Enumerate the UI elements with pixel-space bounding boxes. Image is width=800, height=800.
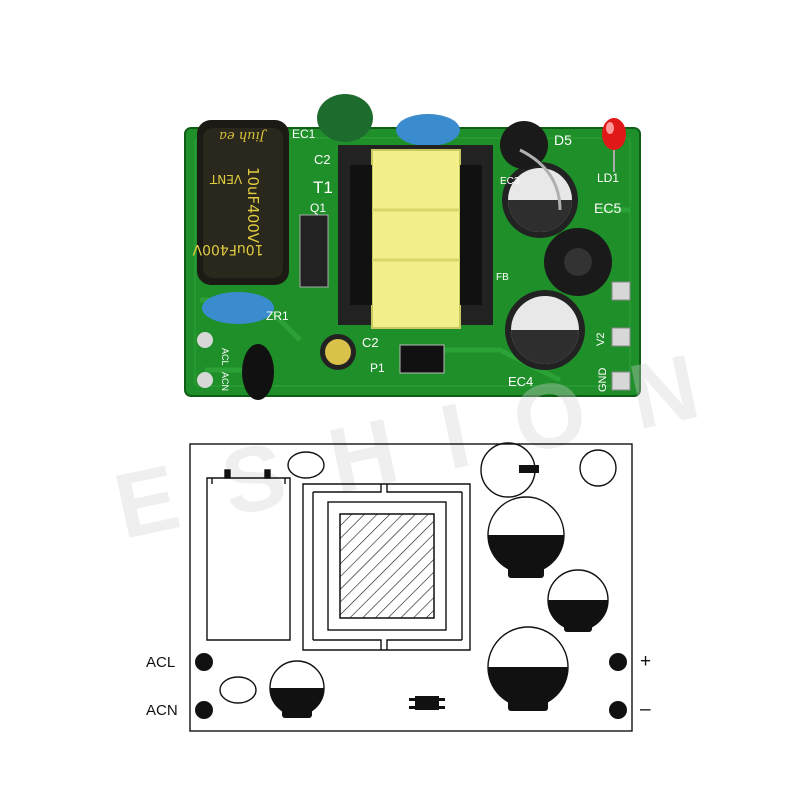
outline-bridge-rectifier xyxy=(409,696,445,710)
label-zr1: ZR1 xyxy=(266,309,289,323)
label-ec5: EC5 xyxy=(594,200,621,216)
board-outline-drawing xyxy=(189,442,633,732)
label-gnd: GND xyxy=(597,368,609,393)
outline-y-capacitor xyxy=(219,676,257,704)
label-acl: ACL xyxy=(220,348,230,366)
input-pads xyxy=(197,332,213,388)
mosfet-q1 xyxy=(299,214,329,288)
capacitor-vent-text: VENT xyxy=(209,172,242,186)
capacitor-brand-text: Jiuh ea xyxy=(219,128,268,143)
label-c2: C2 xyxy=(314,152,331,167)
outline-bulk-capacitor xyxy=(206,469,291,641)
label-ec3: EC3 xyxy=(500,176,520,187)
label-q1: Q1 xyxy=(310,201,326,215)
pin-plus xyxy=(609,653,627,671)
transformer xyxy=(338,145,493,329)
label-fb: FB xyxy=(496,272,509,283)
silkscreen-labels: EC1 C2 T1 Q1 D5 LD1 EC5 EC3 FB ZR1 C2 P1… xyxy=(220,127,621,392)
label-ec4: EC4 xyxy=(508,374,533,389)
outline-board-edge xyxy=(189,443,633,732)
label-plus-pin: + xyxy=(640,651,652,672)
label-acn-pin: ACN xyxy=(146,702,178,719)
diode-d5 xyxy=(500,121,548,169)
output-capacitor-ec4 xyxy=(505,290,585,370)
label-ec1: EC1 xyxy=(292,127,316,141)
label-c2-lower: C2 xyxy=(362,335,379,350)
pcb-photo: Jiuh ea 10uF400V VENT 10uF400V xyxy=(184,94,641,400)
outline-capacitor-ec3 xyxy=(487,496,565,578)
label-acn: ACN xyxy=(220,372,230,391)
label-v2: V2 xyxy=(595,333,607,346)
label-d5: D5 xyxy=(554,132,572,148)
small-capacitor-c2 xyxy=(320,334,356,370)
label-ld1: LD1 xyxy=(597,171,619,185)
outline-x-capacitor xyxy=(287,451,325,479)
y-capacitor-left xyxy=(202,292,274,324)
y-capacitor-top xyxy=(396,114,460,146)
pin-minus xyxy=(609,701,627,719)
outline-led xyxy=(579,449,617,487)
label-t1: T1 xyxy=(313,178,333,197)
output-capacitor-ec3 xyxy=(502,162,578,238)
bridge-rectifier xyxy=(399,344,445,374)
pin-acl xyxy=(195,653,213,671)
varistor-black xyxy=(242,344,274,400)
outline-transformer-winding xyxy=(339,513,435,619)
capacitor-rating-text-2: 10uF400V xyxy=(192,241,263,257)
outline-capacitor-ec5 xyxy=(547,569,609,632)
led-indicator xyxy=(602,118,626,172)
pin-acn xyxy=(195,701,213,719)
capacitor-rating-text: 10uF400V xyxy=(244,167,262,244)
output-pads xyxy=(611,281,631,391)
label-acl-pin: ACL xyxy=(146,654,176,671)
outline-capacitor-ec4 xyxy=(487,626,569,711)
x-capacitor-green xyxy=(317,94,373,142)
outline-capacitor-c2 xyxy=(269,660,325,718)
label-p1: P1 xyxy=(370,361,385,375)
bulk-capacitor: Jiuh ea 10uF400V VENT 10uF400V xyxy=(192,120,289,285)
outline-diode-mark xyxy=(519,465,539,473)
label-minus-pin: – xyxy=(640,699,651,720)
